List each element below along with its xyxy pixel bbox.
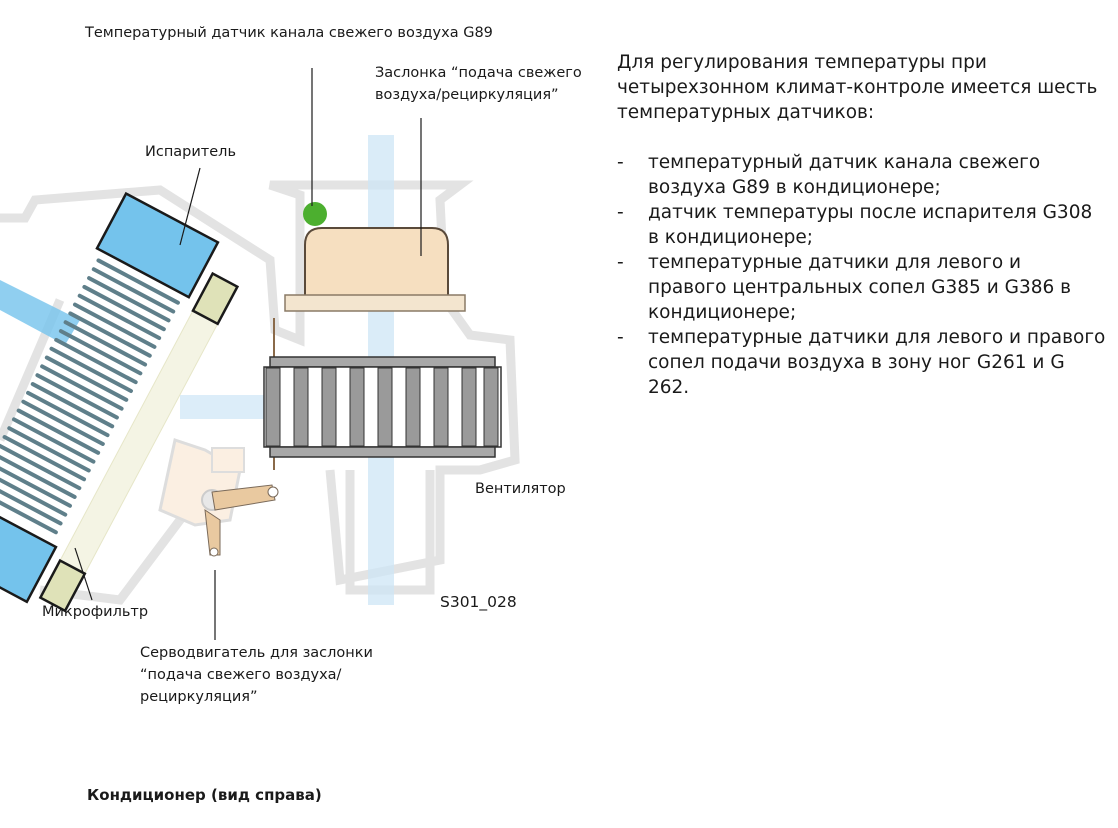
list-item-line: температурные датчики для левого и право… <box>648 327 1106 348</box>
label-line: Заслонка “подача свежего <box>375 65 582 81</box>
bullet-dash: - <box>617 202 624 223</box>
list-item-line: кондиционере; <box>648 302 797 323</box>
label-line: рециркуляция” <box>140 689 258 705</box>
list-item-line: воздуха G89 в кондиционере; <box>648 177 941 198</box>
list-item: - температурные датчики для левого и пра… <box>617 325 1105 400</box>
g89-sensor <box>303 202 327 226</box>
evaporator-block-top <box>95 191 220 299</box>
list-item-line: температурный датчик канала свежего <box>648 152 1041 173</box>
label-servo-motor: Серводвигатель для заслонки “подача свеж… <box>140 642 373 708</box>
fan <box>263 356 502 458</box>
list-item: - температурные датчики для левого и пра… <box>617 250 1105 325</box>
flap-axle <box>284 294 466 312</box>
evaporator-fins <box>0 258 180 535</box>
list-item-line: правого центральных сопел G385 и G386 в <box>648 277 1072 298</box>
list-item-line: 262. <box>648 377 690 398</box>
figure-id: S301_028 <box>440 593 517 611</box>
list-item: - температурный датчик канала свежего во… <box>617 150 1105 200</box>
label-g89-sensor: Температурный датчик канала свежего возд… <box>85 25 493 41</box>
microfilter-top <box>191 271 240 326</box>
bullet-dash: - <box>617 152 624 173</box>
evaporator-block-bottom <box>0 496 58 604</box>
description-text: Для регулирования температуры при четыре… <box>617 50 1105 400</box>
list-item-line: температурные датчики для левого и <box>648 252 1022 273</box>
list-item-line: в кондиционере; <box>648 227 813 248</box>
label-line: “подача свежего воздуха/ <box>140 667 342 683</box>
intro-line: Для регулирования температуры при <box>617 52 987 73</box>
figure-caption: Кондиционер (вид справа) <box>87 786 322 804</box>
air-conditioner-diagram <box>0 68 520 640</box>
label-fresh-air-flap: Заслонка “подача свежего воздуха/рецирку… <box>375 62 582 106</box>
microfilter-bottom <box>38 558 87 613</box>
list-item-line: датчик температуры после испарителя G308 <box>648 202 1093 223</box>
servo-motor <box>158 438 279 557</box>
label-evaporator: Испаритель <box>145 144 236 160</box>
intro-line: четырехзонном климат-контроле имеется ше… <box>617 77 1098 98</box>
label-line: воздуха/рециркуляция” <box>375 87 559 103</box>
fresh-air-flap <box>304 227 449 306</box>
list-item: - датчик температуры после испарителя G3… <box>617 200 1105 250</box>
bullet-dash: - <box>617 252 624 273</box>
label-microfilter: Микрофильтр <box>42 604 149 620</box>
airflow-inlet <box>0 280 80 345</box>
evaporator <box>0 191 240 613</box>
label-line: Серводвигатель для заслонки <box>140 645 373 661</box>
intro-line: температурных датчиков: <box>617 102 875 123</box>
list-item-line: сопел подачи воздуха в зону ног G261 и G <box>648 352 1065 373</box>
leader-lines <box>74 68 422 640</box>
bullet-dash: - <box>617 327 624 348</box>
microfilter-body <box>50 286 232 593</box>
label-fan: Вентилятор <box>475 481 566 497</box>
